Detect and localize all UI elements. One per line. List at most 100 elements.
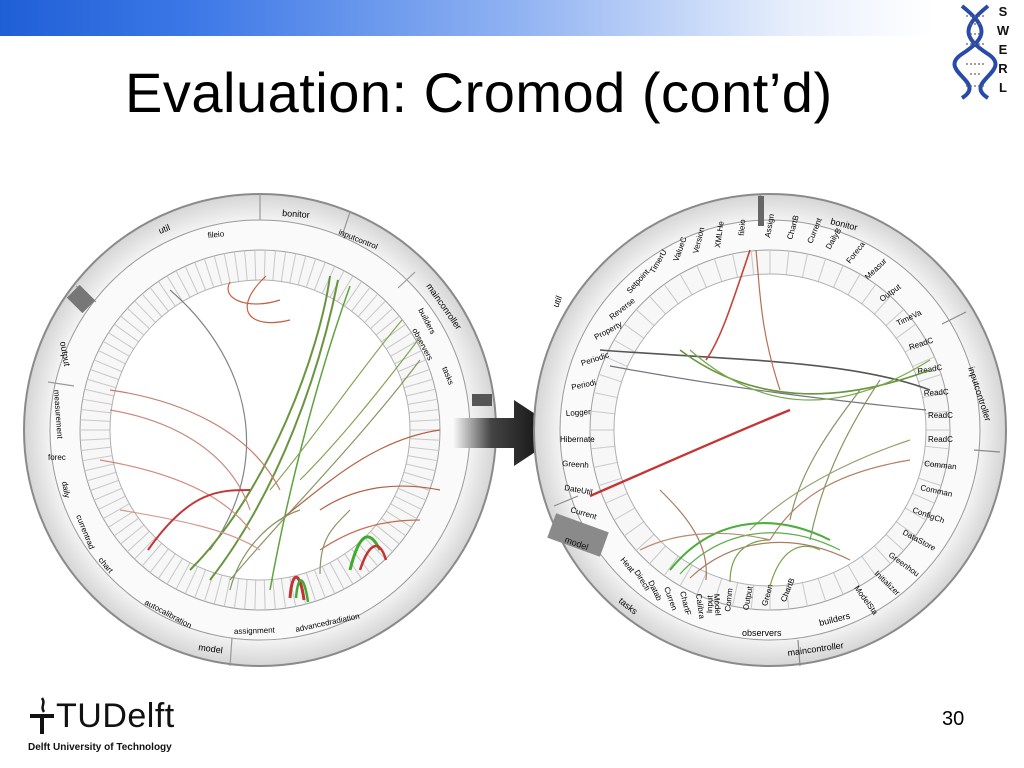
header-gradient-bar — [0, 0, 935, 36]
ring-tick — [114, 323, 139, 343]
ring-tick — [663, 555, 679, 576]
ring-tick — [157, 553, 176, 579]
inner-label: XMLHe — [713, 220, 726, 248]
ring-tick — [408, 446, 439, 452]
tudelft-logo: TUDelft Delft University of Technology — [28, 696, 175, 753]
ring-tick — [80, 438, 111, 441]
ring-tick — [82, 455, 113, 462]
ring-tick — [263, 250, 266, 281]
ring-tick — [874, 545, 891, 565]
inner-label: ReadC — [924, 387, 950, 398]
ring-tick — [696, 265, 708, 288]
inner-label: Hibernate — [560, 435, 595, 444]
inner-label: Logger — [566, 407, 592, 418]
ring-tick — [357, 543, 379, 567]
inner-label-forec: forec — [48, 453, 66, 462]
inner-label: Assign — [763, 213, 776, 238]
ring-tick — [98, 495, 126, 510]
ring-tick — [394, 350, 422, 365]
ring-tick — [925, 445, 950, 450]
ring-tick — [895, 521, 916, 537]
ring-tick — [832, 265, 844, 288]
center-area — [109, 279, 411, 581]
ring-tick — [223, 576, 231, 607]
ring-tick — [120, 315, 145, 336]
ring-tick — [922, 461, 947, 468]
ring-tick — [598, 477, 622, 487]
ring-tick — [203, 258, 215, 288]
ring-tick — [613, 507, 636, 521]
ring-tick — [357, 293, 379, 317]
right-edges — [589, 249, 931, 587]
ring-tick — [925, 410, 950, 415]
ring-tick — [127, 531, 150, 553]
ring-tick — [157, 281, 176, 307]
inner-label-fileio: fileio — [737, 219, 747, 237]
ring-tick — [801, 253, 808, 278]
ring-tick — [114, 517, 139, 537]
ring-tick — [922, 392, 947, 399]
ring-tick — [90, 369, 119, 381]
ring-tick — [375, 524, 400, 545]
ring-tick — [305, 572, 317, 602]
ring-tick — [194, 569, 207, 598]
ring-tick — [351, 287, 371, 312]
ring-tick — [663, 284, 679, 305]
tudelft-wordmark: TUDelft — [56, 697, 175, 735]
ring-tick — [593, 392, 618, 399]
inner-label-fileio: fileio — [207, 229, 225, 240]
outer-label-util: util — [157, 222, 171, 236]
ring-tick — [918, 477, 942, 487]
ring-tick — [397, 359, 426, 373]
ring-tick — [904, 507, 927, 521]
ring-tick — [885, 534, 905, 551]
ring-tick — [108, 332, 135, 350]
ring-tick — [337, 275, 354, 302]
inner-label: Output — [741, 585, 754, 611]
ring-tick — [141, 543, 163, 567]
ring-tick — [337, 558, 354, 585]
ring-tick — [590, 410, 615, 415]
ring-tick — [679, 564, 693, 587]
ring-tick — [272, 250, 276, 281]
ring-tick — [166, 275, 183, 302]
ring-tick — [233, 578, 240, 609]
ring-tick — [213, 255, 223, 286]
ring-tick — [912, 356, 935, 368]
ring-tick — [370, 307, 393, 329]
ring-tick — [713, 258, 723, 282]
ring-tick — [175, 270, 191, 298]
outer-label-bonitor: bonitor — [282, 208, 310, 220]
ring-tick — [407, 398, 438, 405]
ring-tick — [605, 492, 628, 504]
ring-tick — [81, 408, 112, 414]
ring-tick — [590, 445, 615, 450]
right-dependency-diagram: model util bonitor inputcontroller mainc… — [533, 193, 1007, 667]
ring-tick — [184, 566, 199, 594]
ring-tick — [801, 582, 808, 607]
ring-tick — [847, 273, 861, 296]
ring-tick — [696, 572, 708, 595]
inner-label: Comman — [924, 459, 957, 471]
ring-tick — [624, 323, 645, 339]
ring-tick — [321, 566, 336, 594]
ring-tick — [817, 258, 827, 282]
ring-tick — [82, 398, 113, 405]
ring-tick — [679, 273, 693, 296]
ring-tick — [263, 579, 266, 610]
ring-tick — [313, 262, 326, 291]
ring-tick — [895, 323, 916, 339]
ring-tick — [407, 455, 438, 462]
ring-tick — [635, 309, 655, 326]
segment-marker — [758, 196, 764, 226]
ring-tick — [175, 562, 191, 590]
ring-tick — [120, 524, 145, 545]
ring-tick — [649, 295, 666, 315]
ring-tick — [305, 258, 317, 288]
ring-tick — [408, 408, 439, 414]
ring-tick — [861, 284, 877, 305]
left-edges — [99, 275, 441, 603]
swerl-letter: E — [998, 42, 1008, 57]
ring-tick — [370, 531, 393, 553]
ring-tick — [405, 463, 436, 472]
